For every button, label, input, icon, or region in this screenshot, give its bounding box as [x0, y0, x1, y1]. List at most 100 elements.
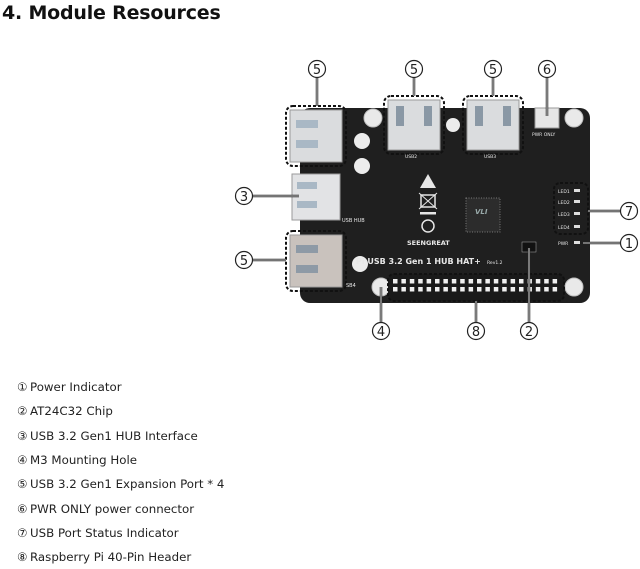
svg-text:5: 5	[410, 63, 418, 78]
legend-number: ①	[17, 380, 28, 394]
callout-5-left-bottom: 5	[234, 250, 254, 270]
legend-label: M3 Mounting Hole	[30, 452, 138, 467]
module-diagram: USB HUB SB4 USB2 USB3 PWR ONLY VLI	[234, 59, 639, 341]
header-pin	[460, 279, 465, 284]
mounting-hole	[363, 108, 383, 128]
header-pin	[519, 279, 524, 284]
legend-label: USB 3.2 Gen1 Expansion Port * 4	[30, 477, 225, 492]
usb-port-top-2: USB3	[462, 95, 524, 160]
svg-text:5: 5	[240, 254, 248, 269]
weee-symbol	[418, 192, 438, 215]
capacitors	[352, 118, 460, 272]
callout-1: 1	[619, 233, 639, 253]
header-pin	[435, 279, 440, 284]
callout-3: 3	[234, 186, 254, 206]
callout-8: 8	[466, 321, 486, 341]
svg-text:2: 2	[525, 325, 533, 340]
header-pin	[477, 287, 482, 292]
header-pin	[544, 287, 549, 292]
header-pin	[418, 279, 423, 284]
svg-text:7: 7	[625, 205, 633, 220]
pwr-only-silkscreen: PWR ONLY	[532, 132, 556, 138]
chip-mark: VLI	[475, 208, 488, 216]
callout-markers: 5 5 5 6 3 5 7 1 4 8 2	[234, 59, 639, 341]
callout-5-top-1: 5	[404, 59, 424, 79]
header-pin	[485, 287, 490, 292]
header-pin	[393, 279, 398, 284]
led1-label: LED1	[558, 189, 570, 195]
legend-number: ⑧	[17, 550, 28, 565]
header-pin	[460, 287, 465, 292]
legend-label: USB 3.2 Gen1 HUB Interface	[30, 428, 198, 443]
svg-text:3: 3	[240, 190, 248, 205]
header-pin	[468, 279, 474, 284]
section-title: 4. Module Resources	[2, 2, 221, 24]
header-pin	[519, 287, 524, 292]
usb-port-top-1: USB2	[383, 95, 445, 160]
legend-label: AT24C32 Chip	[30, 404, 113, 419]
legend-label: USB Port Status Indicator	[30, 525, 179, 540]
legend-number: ⑥	[17, 501, 28, 516]
power-indicator-led: PWR	[558, 241, 580, 247]
header-pin	[493, 279, 499, 284]
header-pin	[510, 287, 516, 292]
legend-number: ②	[17, 404, 28, 419]
brand-silkscreen: SEENGREAT	[407, 239, 450, 247]
header-pin	[502, 287, 507, 292]
header-pin	[393, 287, 398, 292]
header-pin	[409, 279, 415, 284]
usb3-silkscreen: USB3	[484, 154, 496, 160]
legend-number: ③	[17, 428, 28, 443]
header-pin	[535, 287, 541, 292]
header-pin	[468, 287, 474, 292]
svg-text:1: 1	[625, 237, 633, 252]
header-pin	[451, 287, 457, 292]
header-pin	[544, 279, 549, 284]
svg-text:5: 5	[489, 63, 497, 78]
header-pin	[443, 279, 448, 284]
usb-hub-silkscreen: USB HUB	[342, 218, 365, 224]
header-pin	[493, 287, 499, 292]
svg-text:4: 4	[377, 325, 385, 340]
hub-controller-chip: VLI	[465, 197, 501, 233]
product-name-silkscreen: Pi USB 3.2 Gen 1 HUB HAT+	[356, 257, 481, 266]
header-pin	[535, 279, 541, 284]
pwr-only-connector: PWR ONLY	[532, 107, 560, 138]
header-pin	[409, 287, 415, 292]
led-indicators: LED1 LED2 LED3 LED4	[553, 182, 589, 235]
pcb-board	[300, 108, 590, 303]
header-pin	[435, 287, 440, 292]
mounting-hole	[564, 277, 584, 297]
pwr-label: PWR	[558, 241, 568, 247]
usb-port-left-bottom: SB4	[285, 230, 356, 292]
usb4-silkscreen: SB4	[346, 283, 356, 289]
legend-number: ④	[17, 452, 28, 467]
header-pin	[552, 279, 558, 284]
callout-4: 4	[371, 321, 391, 341]
header-pin	[401, 279, 406, 284]
led3-label: LED3	[558, 212, 570, 218]
header-pin	[510, 279, 516, 284]
callout-5-left-top: 5	[307, 59, 327, 79]
header-pin	[418, 287, 423, 292]
header-pin	[426, 279, 432, 284]
legend-label: PWR ONLY power connector	[30, 501, 195, 516]
header-pin	[477, 279, 482, 284]
header-pin	[443, 287, 448, 292]
legend-label: Raspberry Pi 40-Pin Header	[30, 550, 192, 565]
legend-label: Power Indicator	[30, 380, 122, 394]
svg-text:8: 8	[472, 325, 480, 340]
usb-port-left-top	[285, 105, 347, 167]
mounting-holes	[363, 108, 584, 297]
callout-6: 6	[537, 59, 557, 79]
led4-label: LED4	[558, 225, 570, 231]
brand-logo	[421, 219, 435, 233]
callout-2: 2	[519, 321, 539, 341]
